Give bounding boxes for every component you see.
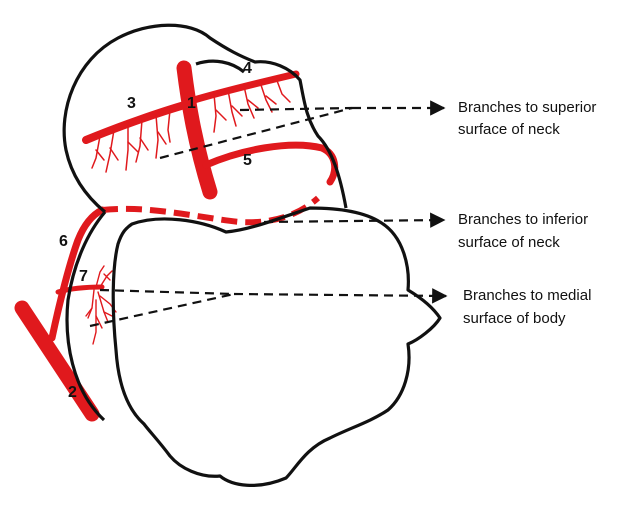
lateral-process-outline [196,61,244,72]
vessel-number-1: 1 [187,95,196,112]
vessel-5-sinus-tarsi-artery [206,145,335,182]
vessel-number-6: 6 [59,233,68,250]
leader-medial-lower [90,294,234,326]
leader-inferior-arrow [264,220,444,222]
talar-body-outline [113,208,440,485]
leader-superior-upper [240,108,352,110]
label-medial-body-line1: Branches to medial [463,287,591,304]
vessel-4-lateral-branch [194,74,296,100]
vessel-1-dorsalis-pedis-artery [184,68,210,192]
leader-lines [90,108,446,326]
leader-medial-upper [100,290,234,294]
arterial-supply [22,68,335,414]
vessel-6-tarsal-canal-artery [52,210,102,338]
label-superior-neck-line1: Branches to superior [458,99,596,116]
vessel-number-4: 4 [243,60,252,77]
vessel-3-medial-branch [86,104,188,140]
label-medial-body-line2: surface of body [463,310,566,327]
deltoid-branchlets [86,266,116,344]
vessel-number-5: 5 [243,152,252,169]
label-inferior-neck-line2: surface of neck [458,234,560,251]
vessel-number-7: 7 [79,268,88,285]
label-superior-neck-line2: surface of neck [458,121,560,138]
vessel-number-3: 3 [127,95,136,112]
tarsal-canal-anastomosis [102,198,318,222]
bone-outlines [64,25,440,485]
label-inferior-neck-line1: Branches to inferior [458,211,588,228]
vessel-number-2: 2 [68,384,77,401]
annotation-labels: Branches to superior surface of neck Bra… [458,99,596,327]
